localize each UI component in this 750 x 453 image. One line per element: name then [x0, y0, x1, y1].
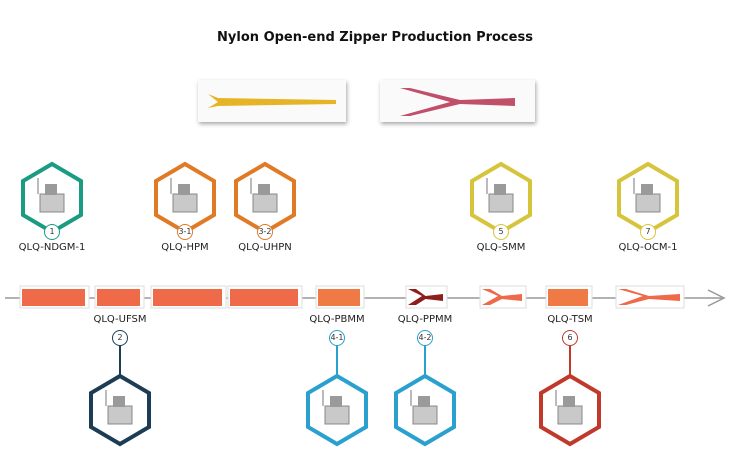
step-7-machine-hexagon	[617, 161, 679, 235]
step-number-badge: 4-2	[417, 330, 433, 346]
machine-model-label: QLQ-NDGM-1	[18, 242, 86, 253]
machine-model-label: QLQ-OCM-1	[618, 242, 678, 253]
machine-icon	[486, 178, 514, 213]
step-4-2-machine-hexagon	[394, 373, 456, 447]
machine-model-label: QLQ-UHPN	[238, 242, 292, 253]
machine-model-label: QLQ-UFSM	[93, 314, 147, 325]
machine-model-label: QLQ-PBMM	[309, 314, 365, 325]
step-number-badge: 3-2	[257, 224, 273, 240]
zipper-segment	[615, 285, 685, 309]
step-3-1-machine-hexagon	[154, 161, 216, 235]
zipper-segment	[479, 285, 527, 309]
machine-model-label: QLQ-PPMM	[397, 314, 453, 325]
zipper-segment	[19, 285, 90, 309]
zipper-segment	[227, 285, 303, 309]
step-4-1-machine-hexagon	[306, 373, 368, 447]
step-number-badge: 4-1	[329, 330, 345, 346]
machine-icon	[105, 390, 133, 425]
step-number-badge: 6	[562, 330, 578, 346]
step-2-machine-hexagon	[89, 373, 151, 447]
machine-icon	[170, 178, 198, 213]
machine-model-label: QLQ-TSM	[547, 314, 593, 325]
machine-icon	[633, 178, 661, 213]
machine-icon	[250, 178, 278, 213]
step-number-badge: 3-1	[177, 224, 193, 240]
step-3-2-machine-hexagon	[234, 161, 296, 235]
machine-icon	[555, 390, 583, 425]
yellow-zipper-photo	[198, 80, 346, 122]
step-number-badge: 5	[493, 224, 509, 240]
machine-model-label: QLQ-SMM	[476, 242, 526, 253]
machine-icon	[410, 390, 438, 425]
diagram-title: Nylon Open-end Zipper Production Process	[217, 30, 533, 45]
zipper-segment	[315, 285, 365, 309]
zipper-segment	[94, 285, 145, 309]
step-number-badge: 1	[44, 224, 60, 240]
pink-zipper-photo	[380, 80, 535, 122]
timeline-arrow-icon	[707, 289, 726, 307]
zipper-segment	[405, 285, 448, 309]
step-number-badge: 7	[640, 224, 656, 240]
zipper-segment	[150, 285, 227, 309]
machine-icon	[322, 390, 350, 425]
machine-icon	[37, 178, 65, 213]
step-number-badge: 2	[112, 330, 128, 346]
zipper-segment	[545, 285, 593, 309]
step-1-machine-hexagon	[21, 161, 83, 235]
step-5-machine-hexagon	[470, 161, 532, 235]
machine-model-label: QLQ-HPM	[161, 242, 209, 253]
step-6-machine-hexagon	[539, 373, 601, 447]
